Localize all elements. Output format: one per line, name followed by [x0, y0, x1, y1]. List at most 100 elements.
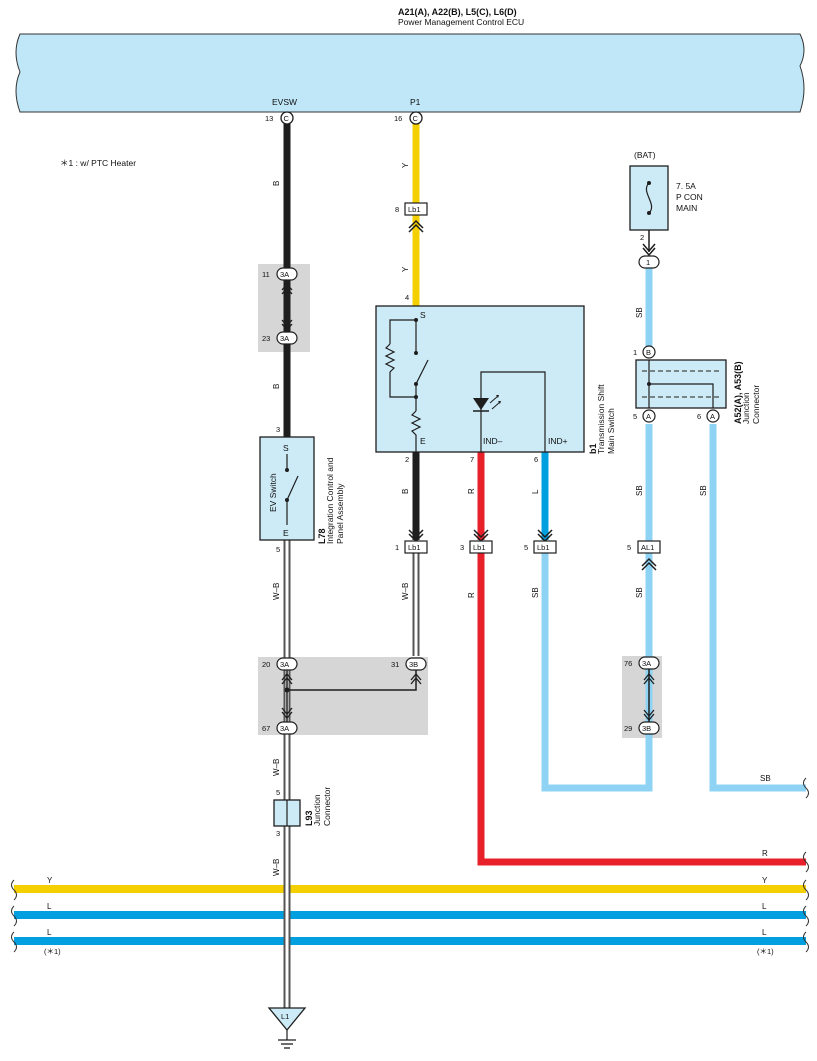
- a52-code: A52(A), A53(B): [733, 361, 743, 424]
- ground-symbol: [267, 1007, 307, 1049]
- l78-pin-s: S: [283, 443, 289, 453]
- svg-text:Lb1: Lb1: [473, 543, 486, 552]
- tsm-n2: 2: [405, 455, 409, 464]
- svg-text:A: A: [710, 412, 715, 421]
- ecu-block: A21(A), A22(B), L5(C), L6(D) Power Manag…: [15, 7, 805, 113]
- wire-label-sb-3: SB: [635, 587, 644, 598]
- wire-label-b-2: B: [272, 384, 281, 389]
- connector-lb1-8: Lb1: [404, 202, 428, 216]
- bus-ref-right: (＊1): [757, 947, 774, 956]
- junction-3-num-76: 76: [624, 659, 632, 668]
- ecu-term-p1-num: 16: [394, 114, 402, 123]
- wire-sb-a52-out-5: [541, 424, 653, 792]
- bus-l-2: [11, 931, 809, 953]
- tsm-pin-e: E: [420, 436, 426, 446]
- a52-name-2: Connector: [751, 385, 761, 424]
- ecu-term-evsw-num: 13: [265, 114, 273, 123]
- a52-n6: 6: [697, 412, 701, 421]
- fuse-arrow: [642, 243, 656, 257]
- junction-1-arrow-down: [281, 319, 293, 332]
- connector-lb1-1-num: 1: [395, 543, 399, 552]
- connector-al1-5-num: 5: [627, 543, 631, 552]
- svg-text:B: B: [646, 348, 651, 357]
- wire-label-sb-2: SB: [635, 485, 644, 496]
- svg-text:C: C: [284, 114, 290, 123]
- svg-text:Lb1: Lb1: [408, 205, 421, 214]
- ecu-code: A21(A), A22(B), L5(C), L6(D): [398, 7, 517, 17]
- wire-label-wb-1: W–B: [272, 583, 281, 600]
- tsm-name-1: Transmission Shift: [596, 384, 606, 454]
- junction-3-term-76: 3A: [638, 656, 660, 670]
- wire-label-y-2: Y: [401, 266, 410, 272]
- l93-code: L93: [304, 810, 314, 826]
- wire-label-b-1: B: [272, 181, 281, 186]
- bus-label-y-right: Y: [762, 876, 768, 885]
- bus-label-right-r: R: [762, 849, 768, 858]
- ecu-pin-evsw: EVSW: [272, 97, 297, 107]
- wire-label-sb-1: SB: [635, 307, 644, 318]
- bus-y: [11, 879, 809, 901]
- bus-label-l2-right: L: [762, 928, 767, 937]
- svg-text:Lb1: Lb1: [537, 543, 550, 552]
- connector-lb1-8-num: 8: [395, 205, 399, 214]
- svg-text:3B: 3B: [409, 660, 418, 669]
- wire-label-sb-5: SB: [699, 485, 708, 496]
- wire-label-y-1: Y: [401, 162, 410, 168]
- bus-label-right-sb: SB: [760, 774, 771, 783]
- a52-terminal-a-6: A: [706, 409, 720, 423]
- svg-text:3A: 3A: [280, 724, 289, 733]
- fuse-p-con-main: [629, 165, 669, 231]
- tsm-name-2: Main Switch: [606, 408, 616, 454]
- svg-text:A: A: [646, 412, 651, 421]
- l78-switch-name: EV Switch: [268, 473, 278, 512]
- wire-sb-a52-out-6: [709, 424, 806, 792]
- junction-2-term-31: 3B: [405, 657, 427, 671]
- ground-label: L1: [281, 1012, 289, 1021]
- tsm-pin-ind-minus: IND–: [483, 436, 503, 446]
- break-mark-r: [803, 851, 809, 873]
- bus-ref-left: (＊1): [44, 947, 61, 956]
- svg-text:Lb1: Lb1: [408, 543, 421, 552]
- junction-3-arrow-down: [643, 709, 655, 722]
- junction-2-arrow-up-left: [281, 672, 293, 685]
- a52-terminal-b: B: [642, 345, 656, 359]
- junction-2-num-31: 31: [391, 660, 399, 669]
- svg-text:3A: 3A: [280, 270, 289, 279]
- bus-label-l2-left: L: [47, 928, 52, 937]
- junction-1-term-23: 3A: [276, 331, 298, 345]
- tsm-n4: 4: [405, 293, 409, 302]
- connector-lb1-8-arrow: [408, 219, 424, 233]
- tsm-pin-ind-plus: IND+: [548, 436, 568, 446]
- l93-name-2: Connector: [322, 787, 332, 826]
- l93-n3: 3: [276, 829, 280, 838]
- junction-1-term-11: 3A: [276, 267, 298, 281]
- wire-label-r-2: R: [467, 592, 476, 598]
- ecu-terminal-evsw: C: [280, 111, 294, 125]
- connector-lb1-3: Lb1: [469, 540, 493, 554]
- bus-l-1: [11, 905, 809, 927]
- junction-2-bridge: [286, 670, 417, 691]
- junction-1-num-23: 23: [262, 334, 270, 343]
- tsm-pin-s: S: [420, 310, 426, 320]
- wire-label-r-1: R: [467, 488, 476, 494]
- junction-2-arrow-up-right: [410, 672, 422, 685]
- l78-n5: 5: [276, 545, 280, 554]
- connector-al1-5: AL1: [637, 540, 661, 554]
- wire-label-wb-3: W–B: [272, 759, 281, 776]
- l78-n3: 3: [276, 425, 280, 434]
- wire-label-b-3: B: [401, 489, 410, 494]
- wire-label-l-1: L: [531, 489, 540, 494]
- svg-text:1: 1: [646, 258, 650, 267]
- svg-text:3A: 3A: [642, 659, 651, 668]
- bus-label-y-left: Y: [47, 876, 53, 885]
- connector-lb1-3-num: 3: [460, 543, 464, 552]
- wire-red-bus: [477, 553, 806, 866]
- tsm-n7: 7: [470, 455, 474, 464]
- wire-label-sb-4: SB: [531, 587, 540, 598]
- a52-name-1: Junction: [741, 392, 751, 424]
- junction-2-term-67: 3A: [276, 721, 298, 735]
- l78-ev-switch: [259, 436, 315, 541]
- fuse-name-1: P CON: [676, 192, 703, 202]
- connector-lb1-5: Lb1: [533, 540, 557, 554]
